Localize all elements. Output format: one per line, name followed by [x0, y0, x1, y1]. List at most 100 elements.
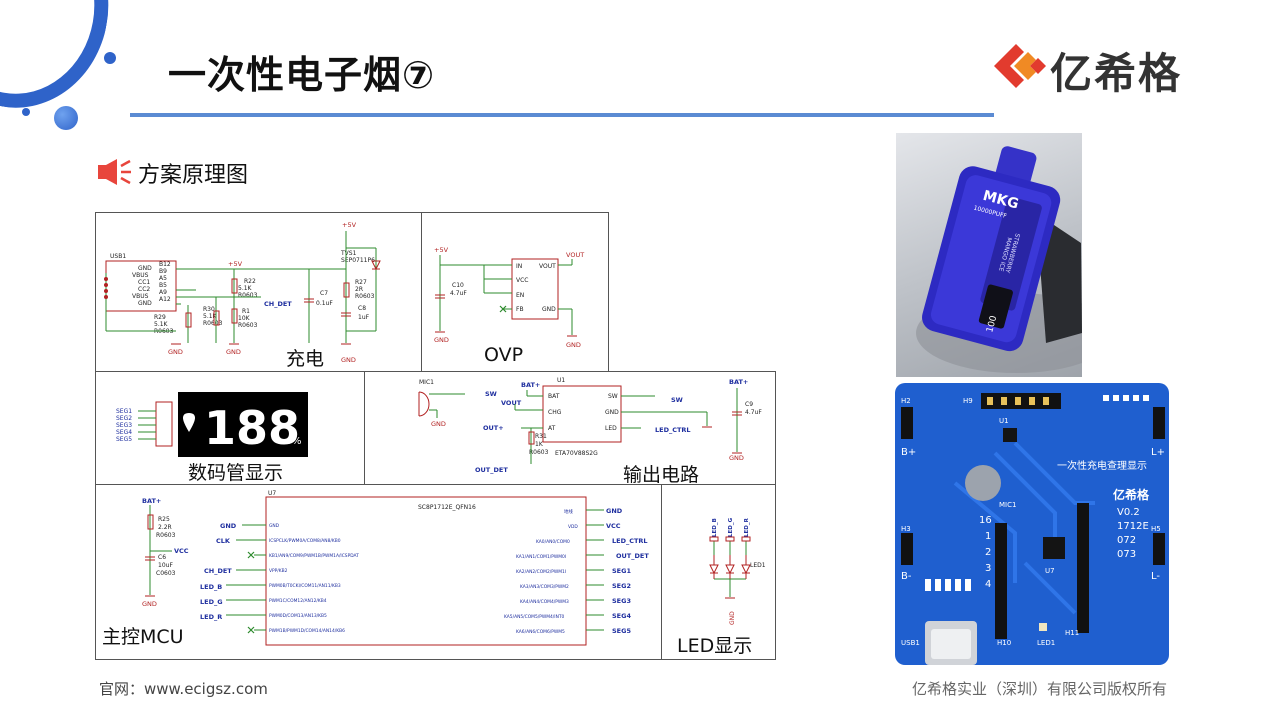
- r30-value: 5.1K: [203, 313, 218, 320]
- bat-plus-net: BAT+: [729, 378, 748, 386]
- out-det-net: OUT_DET: [475, 466, 508, 474]
- mcu-right-pin-7: KA4/AN4/COM4/PWM3: [520, 599, 569, 605]
- gnd-label: GND: [168, 348, 183, 356]
- pcb-version-2: 1712E: [1117, 521, 1149, 532]
- c0603-label: C0603: [156, 570, 176, 577]
- r31-value: 1K: [535, 441, 544, 448]
- led-circuit-schematic: LED_B LED_G LED_R LED1 GND: [709, 517, 766, 625]
- vout-label: VOUT: [566, 251, 584, 259]
- led-ctrl-net: LED_CTRL: [612, 537, 648, 545]
- speaker-icon: [98, 159, 131, 185]
- ovp-pin-in: IN: [516, 263, 522, 270]
- ovp-pin-vout: VOUT: [539, 263, 556, 270]
- segment-display-percent: %: [292, 436, 302, 447]
- out-plus-net: OUT+: [483, 424, 504, 432]
- ch-det-net: CH_DET: [264, 300, 292, 308]
- u1-ref: U1: [557, 377, 565, 384]
- gnd-label: GND: [434, 336, 449, 344]
- display-circuit-schematic: SEG1 SEG2 SEG3 SEG4 SEG5 188 %: [116, 392, 308, 457]
- usb-pin-num-4: B5: [159, 282, 167, 289]
- copyright-footer: 亿希格实业（深圳）有限公司版权所有: [912, 680, 1168, 698]
- r25-value: 2.2R: [158, 524, 172, 531]
- display-label: 数码管显示: [188, 462, 284, 484]
- product-photo: MKG 10000PUFF STRAWBERRY MANGO ICE 100: [896, 133, 1082, 377]
- usb-pin-1: GND: [138, 265, 152, 272]
- charge-label: 充电: [286, 348, 325, 370]
- charge-circuit-panel: USB1 GND VBUS CC1 CC2 VBUS GND B12 B9 A5…: [95, 212, 423, 372]
- c9-value: 4.7uF: [745, 409, 762, 416]
- usb-ref: USB1: [110, 253, 126, 260]
- blue-dot-decoration: [104, 52, 116, 64]
- vcc-net: VCC: [606, 522, 621, 530]
- pcb-b-plus: B+: [901, 447, 916, 458]
- usb-pin-5: VBUS: [132, 293, 149, 300]
- gnd-label: GND: [142, 600, 157, 608]
- droplet-icon: [183, 413, 195, 432]
- r22-value: 5.1K: [238, 285, 253, 292]
- ovp-label: OVP: [484, 344, 524, 366]
- pcb-u1-label: U1: [999, 417, 1009, 425]
- segment-display-digits: 188: [204, 401, 300, 455]
- mcu-right-pin-5: KA2/AN2/COM2/PWM1I: [516, 569, 566, 575]
- r0603-label: R0603: [529, 449, 549, 456]
- seg5-net: SEG5: [612, 627, 631, 635]
- charge-circuit-schematic: USB1 GND VBUS CC1 CC2 VBUS GND B12 B9 A5…: [104, 221, 381, 364]
- r29-ref: R29: [154, 314, 166, 321]
- led-g-net: LED_G: [200, 598, 223, 606]
- led1-ref: LED1: [750, 562, 766, 569]
- mcu-left-pin-3: KB1/AN9/COM9/PWM1B/PWM1A/ICSPDAT: [269, 553, 359, 559]
- mcu-circuit-panel: BAT+ VCC GND CLK CH_DET LED_B LED_G LED_…: [95, 484, 663, 660]
- gnd-label: GND: [431, 420, 446, 428]
- led-b-net: LED_B: [200, 583, 222, 591]
- usb-pin-num-3: A5: [159, 275, 167, 282]
- mcu-circuit-schematic: BAT+ VCC GND CLK CH_DET LED_B LED_G LED_…: [142, 490, 649, 646]
- mcu-left-pin-8: PWM1B/PWM1D/COM14/AN14/KB6: [269, 628, 345, 634]
- c6-ref: C6: [158, 554, 166, 561]
- page-title: 一次性电子烟⑦: [168, 53, 436, 97]
- r0603-label: R0603: [238, 322, 258, 329]
- brand-logo-icon: [994, 44, 1046, 88]
- mcu-left-pin-5: PWM0B/T0CKI/COM11/AN11/KB3: [269, 583, 341, 589]
- usb-pin-num-6: A12: [159, 296, 171, 303]
- mcu-label: 主控MCU: [102, 626, 184, 648]
- ovp-circuit-schematic: +5V VOUT GND GND C10 4.7uF IN VCC EN FB …: [434, 246, 584, 349]
- usb-pin-num-5: A9: [159, 289, 167, 296]
- u1-pin-gnd: GND: [605, 409, 619, 416]
- mcu-right-pin-2: VDD: [568, 524, 578, 530]
- usb-pin-2: VBUS: [132, 272, 149, 279]
- r0603-label: R0603: [238, 292, 258, 299]
- gnd-net: GND: [606, 507, 623, 515]
- output-label: 输出电路: [623, 464, 700, 486]
- led-label: LED显示: [677, 635, 753, 657]
- r22-ref: R22: [244, 278, 256, 285]
- gnd-label: GND: [729, 611, 736, 625]
- u1-pin-chg: CHG: [548, 409, 562, 416]
- tvs-ref: TVS1: [340, 250, 357, 257]
- r29-value: 5.1K: [154, 321, 169, 328]
- ovp-pin-en: EN: [516, 292, 524, 299]
- vcc-net: VCC: [174, 547, 189, 555]
- r1-value: 10K: [238, 315, 251, 322]
- seg5-net: SEG5: [116, 436, 132, 443]
- mcu-right-pin-6: KA3/AN3/COM3/PWM2: [520, 584, 569, 590]
- pcb-h11: H11: [1065, 629, 1079, 637]
- bat-plus-net: BAT+: [142, 497, 161, 505]
- r25-ref: R25: [158, 516, 170, 523]
- vout-net: VOUT: [501, 399, 522, 407]
- r0603-label: R0603: [156, 532, 176, 539]
- website-footer: 官网：www.ecigsz.com: [99, 680, 268, 698]
- usb-pin-4: CC2: [138, 286, 150, 293]
- pcb-l-plus: L+: [1151, 447, 1165, 458]
- pcb-h3: H3: [901, 525, 911, 533]
- c8-value: 1uF: [358, 314, 370, 321]
- led-g-net: LED_G: [728, 517, 734, 537]
- out-det-net: OUT_DET: [616, 552, 649, 560]
- r1-ref: R1: [242, 308, 250, 315]
- sw-net: SW: [485, 390, 497, 398]
- mcu-right-pin-1: 地线: [564, 508, 573, 515]
- usb-pin-3: CC1: [138, 279, 150, 286]
- led-ctrl-net: LED_CTRL: [655, 426, 691, 434]
- r0603-label: R0603: [355, 293, 375, 300]
- output-circuit-panel: MIC1 U1 BAT CHG AT SW GND LED ETA70V88S2…: [364, 371, 776, 486]
- u1-pin-led: LED: [605, 425, 617, 432]
